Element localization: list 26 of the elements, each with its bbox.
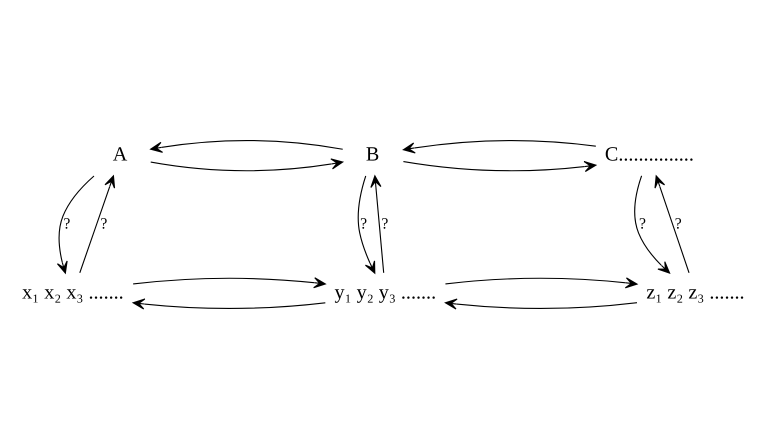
edge-label: ? <box>100 215 108 232</box>
edge-label: ? <box>381 215 388 232</box>
node-text: B <box>366 143 380 166</box>
arrow <box>150 140 343 152</box>
arrow <box>150 158 344 171</box>
arrow <box>444 298 638 310</box>
arrow <box>133 276 326 288</box>
arrow <box>132 298 326 310</box>
arrow <box>79 174 116 272</box>
edge-label: ? <box>63 215 70 232</box>
edge-label: ? <box>674 215 682 232</box>
node-text: y₁ y₂ y₃ ....... <box>334 280 436 303</box>
arrow <box>403 160 596 172</box>
arrow <box>370 174 384 272</box>
arrow <box>445 276 638 288</box>
node-text: x₁ x₂ x₃ ....... <box>22 280 124 303</box>
edge-label: ? <box>360 215 368 232</box>
arrow <box>634 175 670 274</box>
node-text: C............... <box>604 143 694 166</box>
arrow <box>358 175 376 274</box>
arrow <box>402 140 596 153</box>
arrow <box>56 175 94 274</box>
node-text: A <box>112 143 128 166</box>
node-text: z₁ z₂ z₃ ....... <box>646 280 745 303</box>
arrow <box>654 174 690 272</box>
edge-label: ? <box>638 215 646 232</box>
